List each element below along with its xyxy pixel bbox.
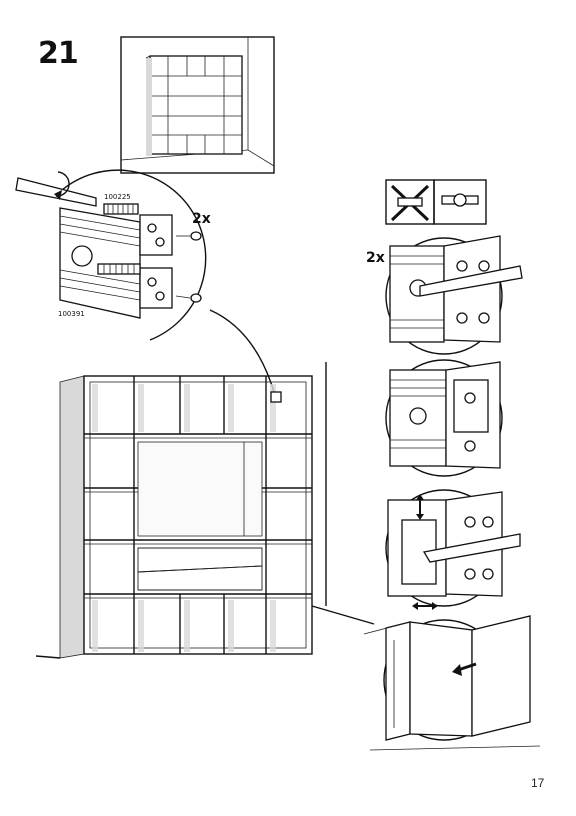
part-code-top: 100225	[104, 193, 131, 201]
shelf-unit	[59, 375, 313, 659]
room-lines	[35, 362, 375, 659]
part-code-bottom: 100391	[58, 310, 85, 318]
quantity-label-side: 2x	[366, 250, 385, 266]
tool-restriction-panel	[385, 179, 487, 225]
overview-thumbnail	[120, 36, 275, 174]
steps-circle-1	[385, 235, 523, 355]
steps-circle-4	[363, 615, 541, 751]
steps-circle-3	[385, 489, 521, 610]
page-number: 17	[531, 776, 545, 790]
step-number: 21	[38, 36, 79, 71]
bracket-detail-circle	[15, 169, 275, 393]
steps-circle-2	[385, 359, 503, 477]
quantity-label-main: 2x	[192, 211, 211, 227]
